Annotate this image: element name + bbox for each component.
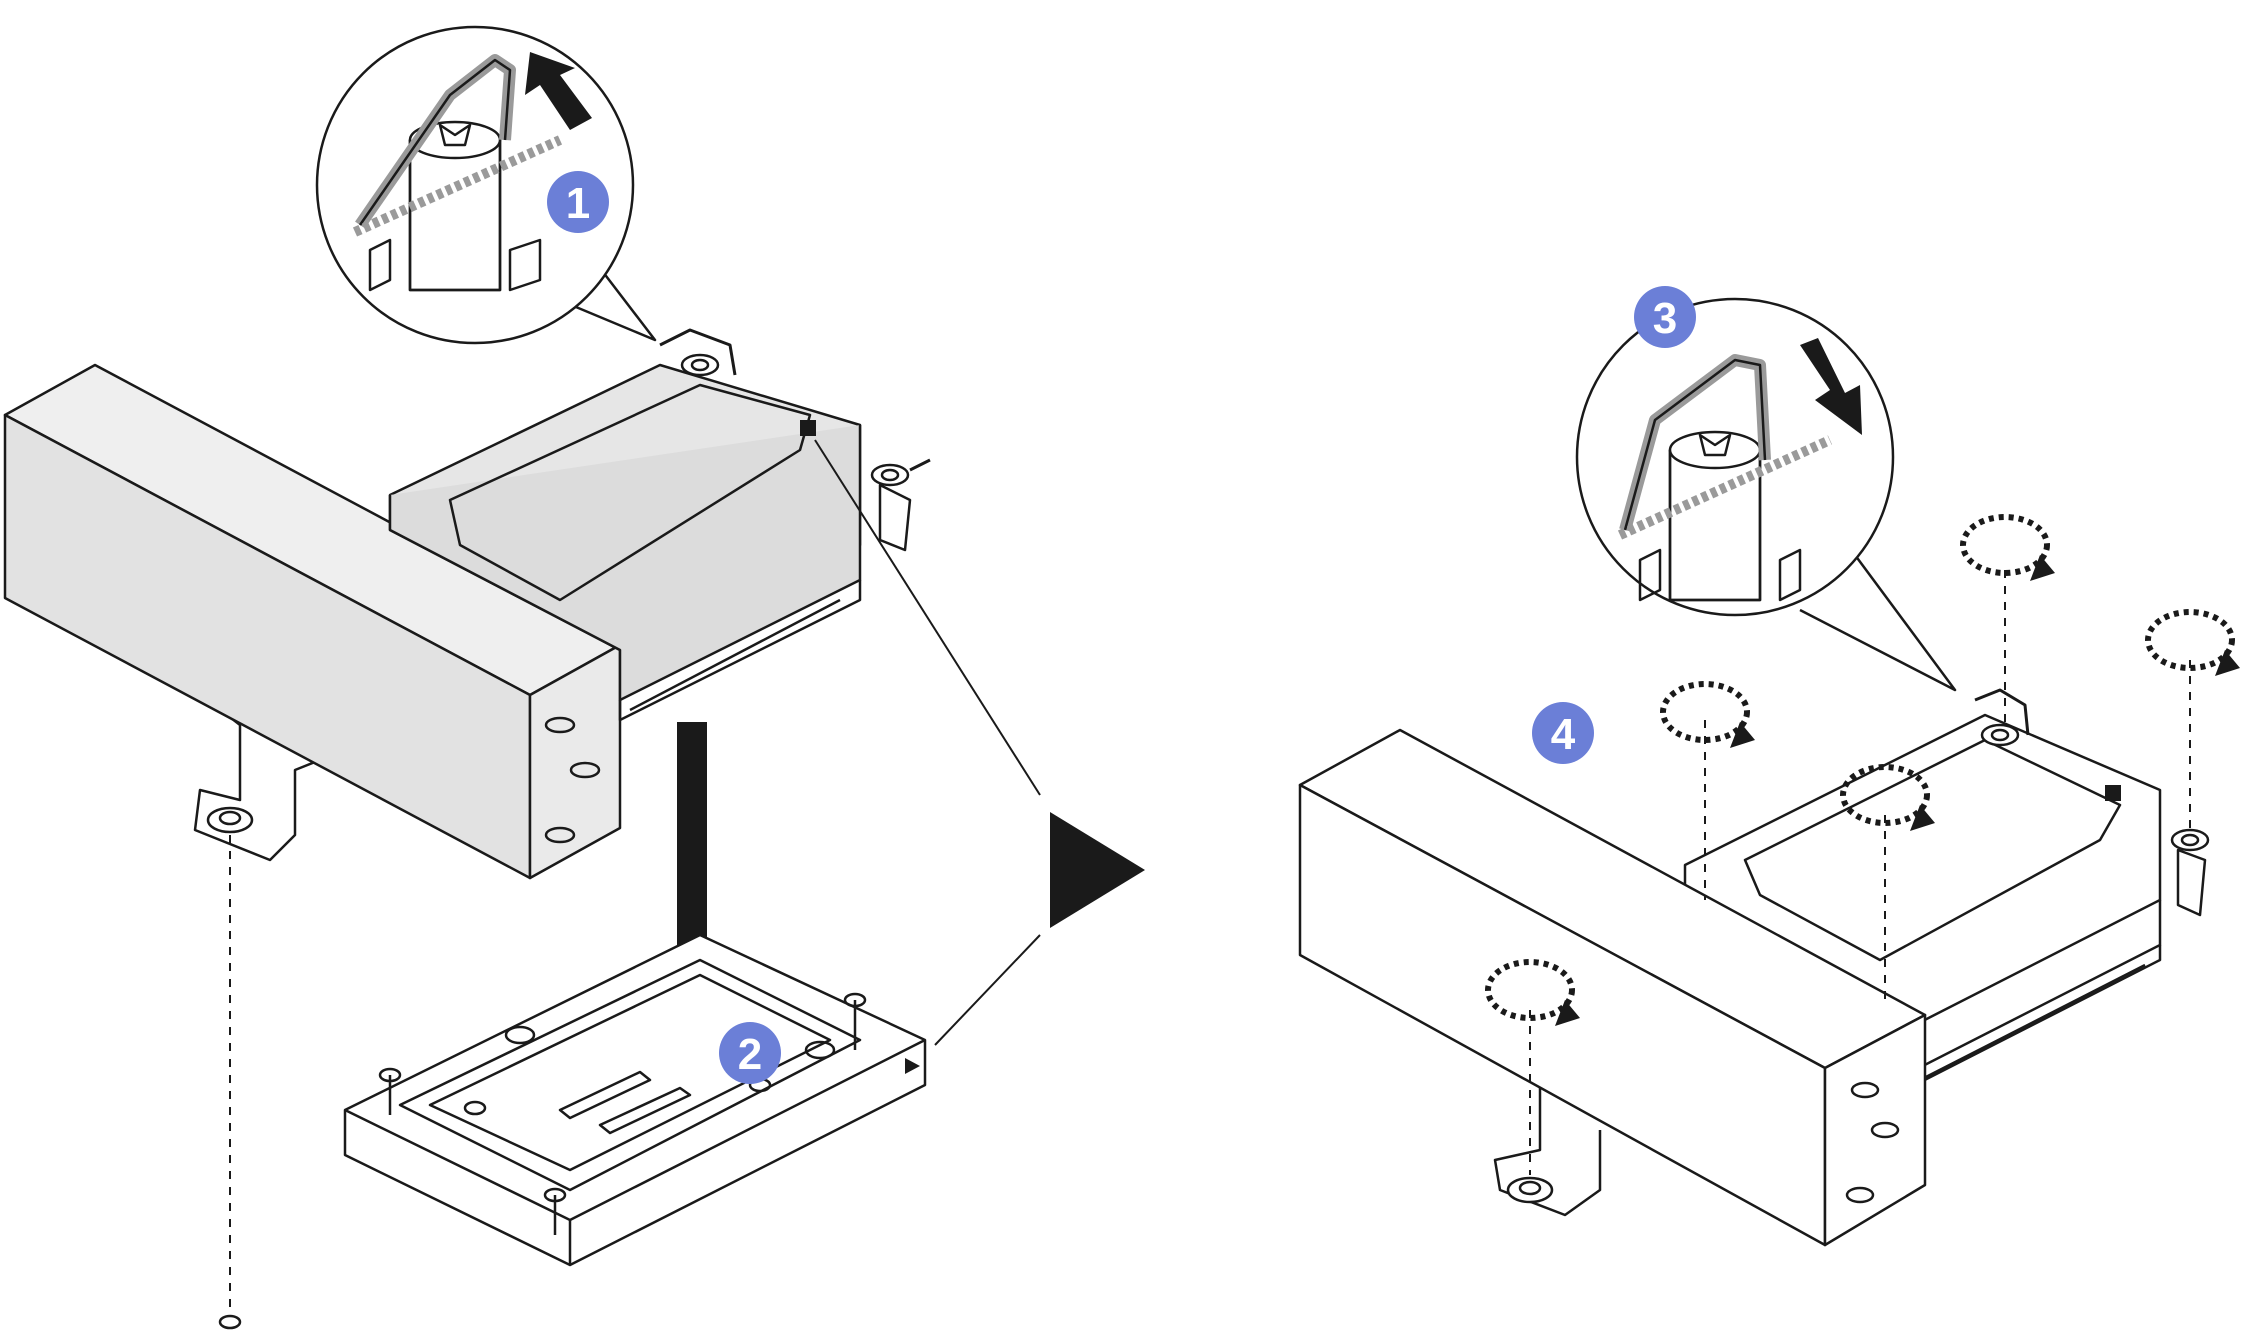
step-badge-1: 1 bbox=[547, 171, 609, 233]
right-panel bbox=[1298, 297, 2240, 1247]
step-badge-2: 2 bbox=[719, 1022, 781, 1084]
triangle-right-icon bbox=[1050, 812, 1145, 928]
arrow-up-icon bbox=[525, 52, 592, 130]
left-heatsink-body bbox=[388, 363, 862, 722]
left-processor-socket bbox=[343, 933, 927, 1267]
step-badge-2-label: 2 bbox=[738, 1030, 762, 1079]
left-alignment-target bbox=[218, 1314, 242, 1330]
step-badge-1-label: 1 bbox=[566, 179, 590, 228]
rotate-clockwise-icon bbox=[1485, 514, 2240, 1026]
left-heatsink-wing bbox=[3, 363, 622, 880]
step-badge-3: 3 bbox=[1634, 286, 1696, 348]
rotate-icon-wing bbox=[1485, 959, 1580, 1026]
left-panel bbox=[3, 25, 931, 1330]
right-alignment-lines bbox=[1529, 570, 2191, 1175]
right-heatsink-screws bbox=[1974, 688, 2210, 917]
right-detail-callout bbox=[1575, 297, 1957, 692]
rotate-icon-back-center bbox=[1960, 514, 2055, 581]
step-badge-4: 4 bbox=[1532, 702, 1594, 764]
alignment-leaders bbox=[814, 439, 1041, 1074]
rotate-icon-front-left bbox=[1660, 681, 1755, 748]
step-badge-4-label: 4 bbox=[1551, 710, 1576, 759]
left-detail-callout bbox=[315, 25, 657, 345]
left-heatsink-screws bbox=[659, 328, 931, 552]
left-heatsink-flange bbox=[193, 688, 322, 862]
arrow-down-callout-icon bbox=[1800, 338, 1862, 435]
rotate-icon-back-right bbox=[2145, 609, 2240, 676]
step-badge-3-label: 3 bbox=[1653, 294, 1677, 343]
rotate-icon-center bbox=[1840, 764, 1935, 831]
